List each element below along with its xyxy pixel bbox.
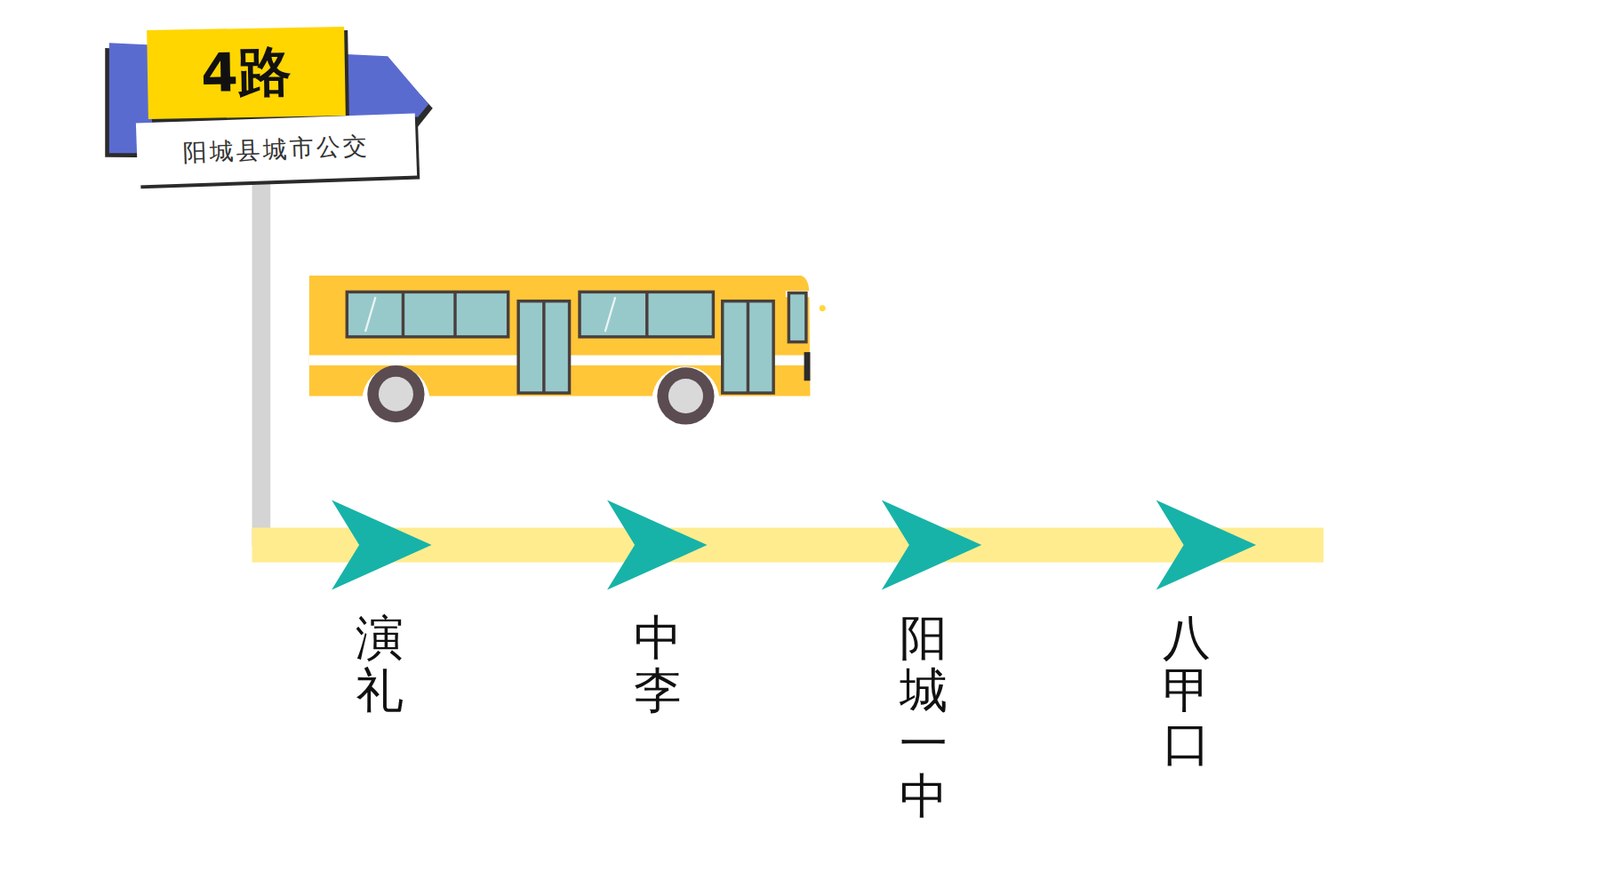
sign-text: 阳城县城市公交 [182,129,370,168]
sign-pole [252,168,272,546]
station-name: 演礼 [355,611,404,718]
sign-text: 4路 [200,36,292,111]
station-name: 阳城一中 [899,611,948,824]
station-name: 八甲口 [1162,611,1211,770]
station-name: 中李 [633,611,682,718]
operator-label: 阳城县城市公交 [136,113,417,186]
direction-arrows [331,500,1256,591]
route-number-plate: 4路 [146,26,346,120]
bus [309,275,826,425]
